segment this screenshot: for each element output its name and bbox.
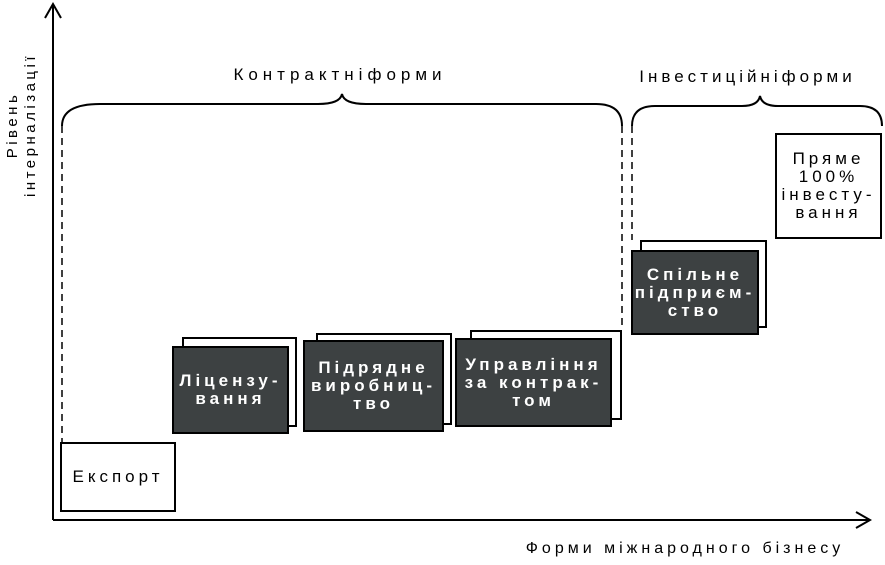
direct-investment-box: Пряме 100% інвесту- вання xyxy=(775,133,882,239)
management-box: Управління за контрак- том xyxy=(455,338,612,427)
joint-label: Спільне підприєм- ство xyxy=(634,264,756,320)
export-box: Експорт xyxy=(60,442,176,512)
direct-investment-label: Пряме 100% інвесту- вання xyxy=(781,149,876,222)
investment-brace xyxy=(631,95,883,127)
x-axis-label: Форми міжнародного бізнесу xyxy=(525,540,845,557)
licensing-label: Ліцензу- вання xyxy=(179,371,282,408)
x-axis-arrow xyxy=(855,511,873,529)
subcontract-box: Підрядне виробниц- тво xyxy=(303,340,444,432)
y-axis-label-line1: Рівень xyxy=(4,91,21,159)
contract-brace xyxy=(61,93,623,127)
investment-forms-label: Інвестиційніформи xyxy=(639,67,856,86)
licensing-box: Ліцензу- вання xyxy=(172,346,289,434)
y-axis-arrow xyxy=(44,1,62,19)
management-label: Управління за контрак- том xyxy=(464,354,603,410)
y-axis-label-line2: інтерналізації xyxy=(22,52,39,198)
subcontract-label: Підрядне виробниц- тво xyxy=(310,358,436,413)
joint-box: Спільне підприєм- ство xyxy=(631,250,759,335)
export-label: Експорт xyxy=(72,467,164,486)
contract-forms-label: Контрактніформи xyxy=(233,65,447,84)
